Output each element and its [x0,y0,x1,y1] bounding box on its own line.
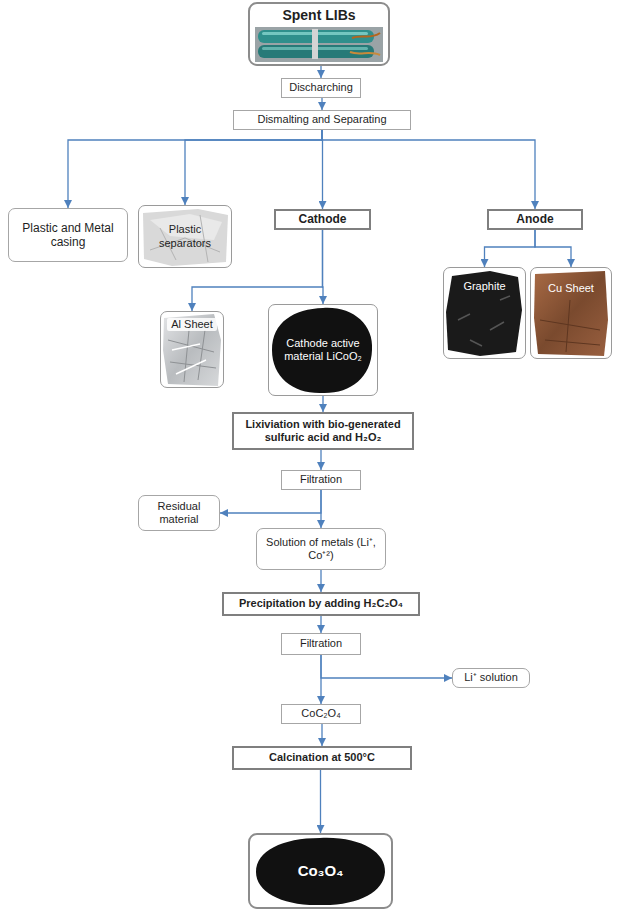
flow-arrow [321,724,322,746]
copper-crease [540,300,600,352]
process-box: CoC₂O₄ [281,704,361,724]
rounded-box: Plastic and Metal casing [8,208,128,262]
node-label: Cathode [295,212,351,226]
node-label: Spent LIBs [278,7,359,24]
rounded-box: Solution of metals (Li⁺, Co⁺²) [256,528,386,570]
flow-arrow [192,230,323,311]
node-label: Solution of metals (Li⁺, Co⁺²) [257,536,385,562]
flow-arrow [68,130,322,208]
flow-arrow [320,616,321,633]
node-label: Filtration [296,637,346,650]
flow-arrow [321,98,322,110]
flow-arrow [220,490,321,513]
battery-photo [255,27,383,62]
flow-arrow [321,130,323,209]
image-box: Al Sheet [160,311,224,388]
node-label: Cathode active material LiCoO₂ [280,337,366,363]
node-label: Residual material [139,500,219,526]
battery-wire [352,33,380,38]
node-label: Filtration [296,473,346,486]
process-box: Dismalting and Separating [233,110,411,130]
step-box: Calcination at 500°C [232,746,412,770]
process-box: Filtration [281,633,361,655]
photo-box: Spent LIBs [248,2,390,66]
graphite-photo [446,271,522,356]
copper-sheet [534,271,608,356]
powder-pile [256,838,385,905]
node-label: Al Sheet [167,318,217,331]
graphite-flake [458,296,510,346]
flow-arrow [320,66,321,78]
node-label: Co₃O₄ [294,862,348,880]
image-box: Graphite [443,267,526,359]
node-label: CoC₂O₄ [297,707,344,720]
aluminium-photo [163,314,221,386]
node-label: Plastic and Metal casing [9,221,127,250]
process-box: Discharching [281,78,361,98]
image-box: Cathode active material LiCoO₂ [268,304,378,396]
rounded-box: Li⁺ solution [452,668,530,688]
flow-arrow [320,770,321,833]
flow-arrow [322,230,324,304]
flow-arrow [485,230,536,267]
node-label: Discharching [285,81,357,94]
flow-arrow [185,130,322,205]
node-label: Graphite [459,280,509,293]
node-label: Calcination at 500°C [265,751,379,764]
photo-ground [255,27,383,62]
battery-wire [350,52,380,55]
photo-box: Co₃O₄ [248,833,393,909]
foil-sheet [163,314,221,386]
node-label: Dismalting and Separating [253,113,390,126]
flow-arrow [322,396,323,412]
node-label: Lixiviation with bio-generated sulfuric … [234,418,412,444]
flow-arrow [322,130,535,209]
step-box: Precipitation by adding H₂C₂O₄ [222,592,420,616]
step-box: Lixiviation with bio-generated sulfuric … [232,412,414,450]
flow-arrow [320,450,321,470]
copper-photo [534,271,608,356]
flow-arrow [320,655,321,704]
flow-arrow [320,490,321,528]
flow-arrow [535,230,571,267]
rounded-box: Residual material [138,495,220,531]
node-label: Plastic separators [139,223,231,249]
process-box: Filtration [281,470,361,490]
node-label: Li⁺ solution [460,671,522,684]
node-label: Precipitation by adding H₂C₂O₄ [235,597,407,610]
graphite-pile [446,271,522,356]
node-label: Cu Sheet [544,282,598,295]
image-box: Plastic separators [138,205,232,268]
foil-shine [172,344,206,374]
flow-arrow [321,655,452,678]
powder-pile [272,308,372,393]
step-box: Cathode [274,209,371,230]
cell-band [312,29,318,59]
flow-arrow [320,570,321,592]
image-box: Cu Sheet [530,267,612,359]
node-label: Anode [512,212,557,226]
step-box: Anode [487,209,583,230]
